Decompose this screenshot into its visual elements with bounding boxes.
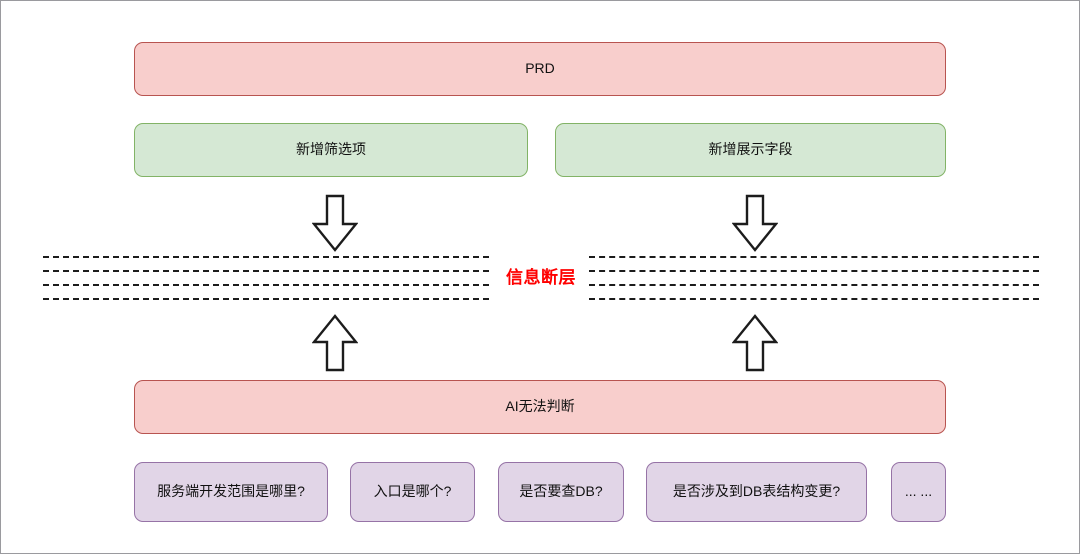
- break-dashed-line-left-3: [43, 284, 489, 286]
- node-ai-cannot-determine[interactable]: AI无法判断: [134, 380, 946, 434]
- node-new-display-field[interactable]: 新增展示字段: [555, 123, 946, 177]
- arrow-up-left-icon: [312, 314, 358, 372]
- node-question-query-db[interactable]: 是否要查DB?: [498, 462, 624, 522]
- information-gap-label: 信息断层: [506, 268, 576, 287]
- node-prd[interactable]: PRD: [134, 42, 946, 96]
- break-dashed-line-right-2: [589, 270, 1039, 272]
- arrow-up-right-icon: [732, 314, 778, 372]
- break-dashed-line-right-3: [589, 284, 1039, 286]
- node-question-ellipsis[interactable]: ... ...: [891, 462, 946, 522]
- break-dashed-line-left-1: [43, 256, 489, 258]
- break-dashed-line-right-4: [589, 298, 1039, 300]
- arrow-down-left-icon: [312, 194, 358, 252]
- node-question-backend-scope[interactable]: 服务端开发范围是哪里?: [134, 462, 328, 522]
- break-dashed-line-left-2: [43, 270, 489, 272]
- node-question-entry-point[interactable]: 入口是哪个?: [350, 462, 475, 522]
- break-dashed-line-right-1: [589, 256, 1039, 258]
- arrow-down-right-icon: [732, 194, 778, 252]
- break-dashed-line-left-4: [43, 298, 489, 300]
- node-question-db-schema-change[interactable]: 是否涉及到DB表结构变更?: [646, 462, 867, 522]
- node-new-filter-option[interactable]: 新增筛选项: [134, 123, 528, 177]
